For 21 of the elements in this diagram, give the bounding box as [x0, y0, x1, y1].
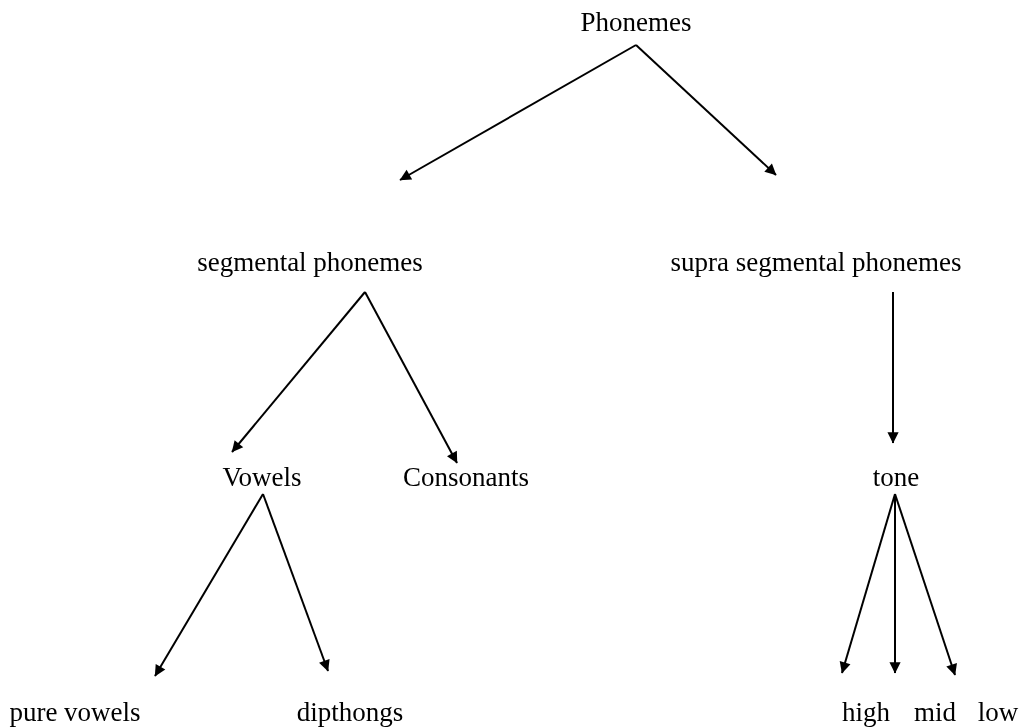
- node-label: supra segmental phonemes: [670, 247, 962, 277]
- node-label: Consonants: [403, 462, 529, 492]
- node-label: low: [977, 697, 1019, 727]
- arrow: [231, 291, 366, 453]
- node-label: high: [842, 697, 890, 727]
- node-label: Phonemes: [580, 7, 692, 37]
- arrow: [154, 493, 264, 677]
- arrow: [262, 493, 330, 672]
- node-label: segmental phonemes: [197, 247, 423, 277]
- arrow: [635, 44, 777, 176]
- node-label: tone: [872, 462, 920, 492]
- node-label: dipthongs: [296, 697, 404, 727]
- node-label: Vowels: [222, 462, 302, 492]
- arrow: [364, 291, 458, 464]
- arrow: [839, 493, 896, 674]
- arrow: [399, 44, 637, 181]
- arrow: [887, 291, 899, 444]
- arrow: [894, 493, 957, 676]
- node-label: pure vowels: [9, 697, 141, 727]
- arrow: [889, 493, 901, 674]
- node-label: mid: [914, 697, 956, 727]
